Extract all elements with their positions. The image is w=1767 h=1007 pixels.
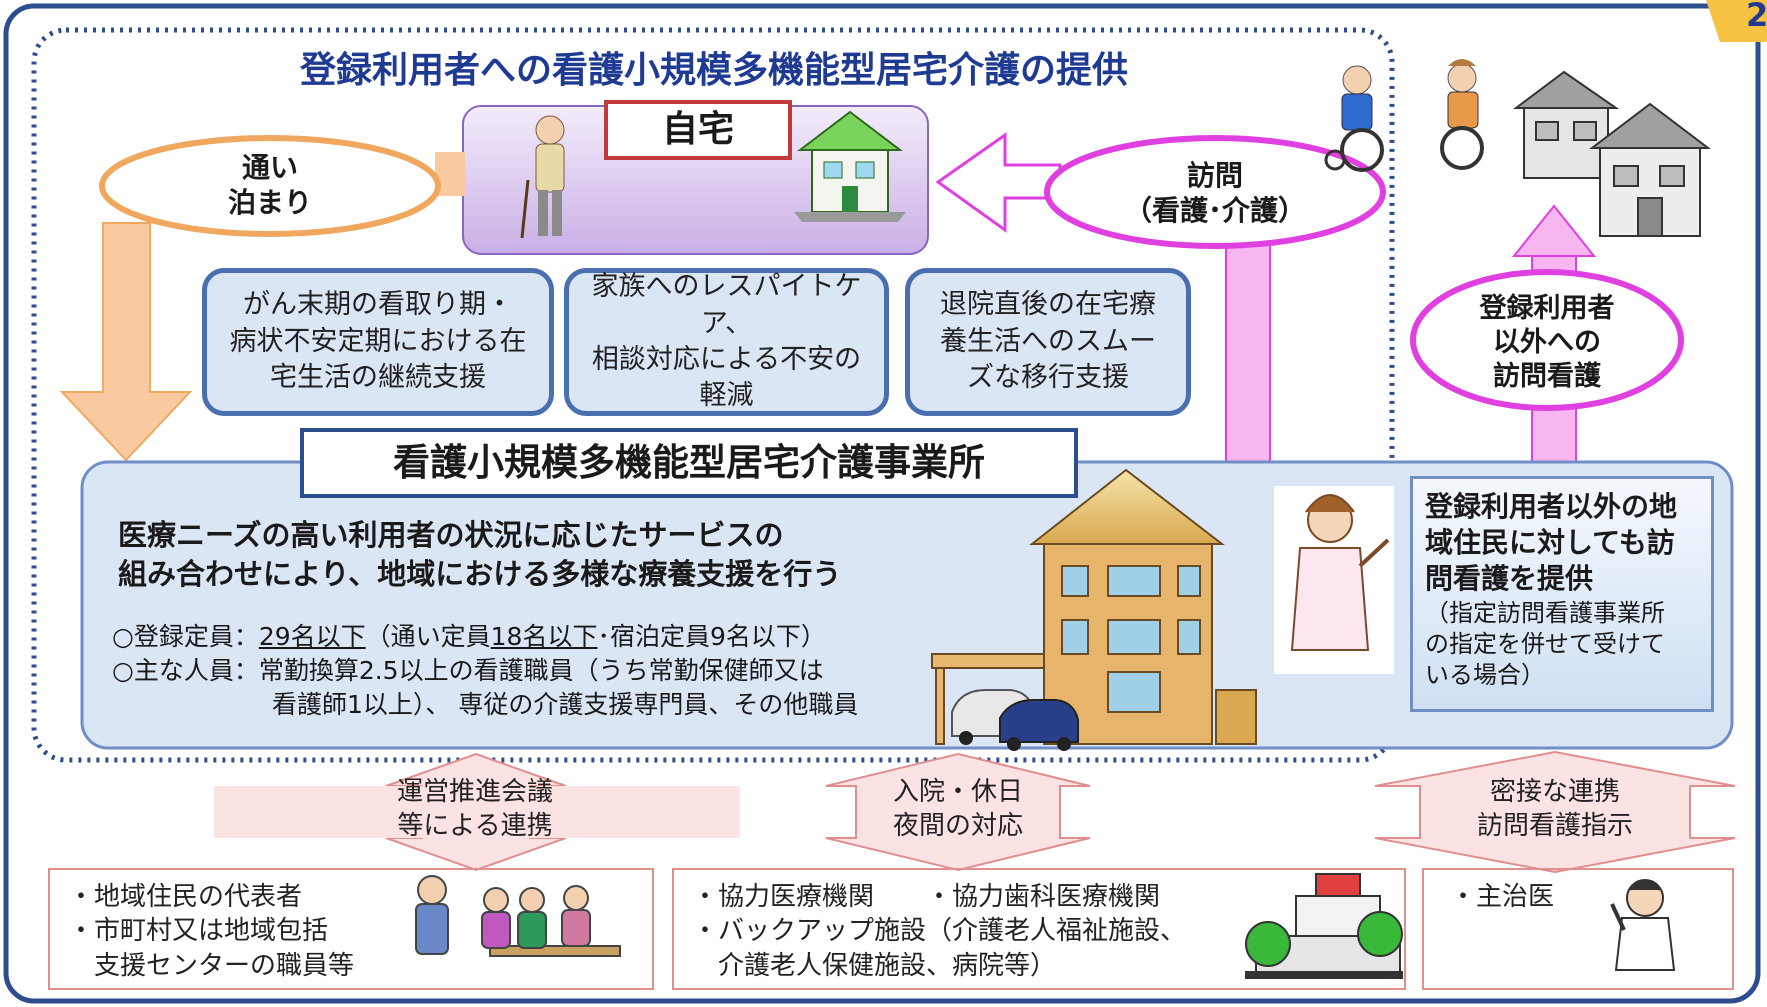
feature-2-line-2: 相談対応による不安の xyxy=(591,344,862,375)
community-list: ・地域住民の代表者 ・市町村又は地域包括 支援センターの職員等 xyxy=(68,880,354,983)
corner-badge-shape xyxy=(1706,0,1767,42)
houmon-line: 訪問 xyxy=(1186,159,1243,192)
feature-box-discharge-support: 退院直後の在宅療 養生活へのスムー ズな移行支援 xyxy=(905,268,1191,416)
tsuu-label: 通い 泊まり xyxy=(170,150,370,220)
arrow-label-doctor: 密接な連携 訪問看護指示 xyxy=(1440,776,1670,844)
dotted-region xyxy=(31,27,1395,763)
capacity-mid: （通い定員 xyxy=(365,622,491,651)
community-item-1: ・地域住民の代表者 xyxy=(68,882,303,912)
staff-line-2: 看護師1以上）、 専従の介護支援専門員、その他職員 xyxy=(272,689,859,719)
outside-line-2: 以外への xyxy=(1493,326,1601,358)
houmon-ellipse xyxy=(1044,135,1386,249)
outside-visit-label: 登録利用者 以外への 訪問看護 xyxy=(1440,292,1654,393)
doctor-list: ・主治医 xyxy=(1450,880,1554,914)
bottom-arrow-mid xyxy=(825,752,1091,872)
doctor-line-2: 訪問看護指示 xyxy=(1476,810,1633,841)
staff-line-1: ○主な人員：常勤換算2.5以上の看護職員（うち常勤保健師又は xyxy=(112,655,824,685)
wheelchair-users-illustration xyxy=(1324,59,1484,172)
right-main-line-1: 登録利用者以外の地 xyxy=(1425,490,1678,523)
office-description: 医療ニーズの高い利用者の状況に応じたサービスの 組み合わせにより、地域における多… xyxy=(118,516,978,594)
right-panel: 登録利用者以外の地 域住民に対しても訪 問看護を提供 （指定訪問看護事業所 の指… xyxy=(1410,476,1714,712)
right-sub-line-1: （指定訪問看護事業所 xyxy=(1425,599,1665,628)
council-line-2: 等による連携 xyxy=(397,810,553,841)
office-building-illustration xyxy=(931,468,1257,745)
houmon-left-arrow xyxy=(935,132,1062,233)
capacity-value: 29名以下 xyxy=(258,622,366,651)
feature-1-line-2: 病状不安定期における在 xyxy=(229,325,527,357)
gray-houses-illustration xyxy=(1513,70,1711,237)
community-item-3: 支援センターの職員等 xyxy=(68,950,355,981)
feature-3-line-3: ズな移行支援 xyxy=(967,362,1129,394)
arrow-label-council: 運営推進会議 等による連携 xyxy=(290,776,660,844)
doctor-box: ・主治医 xyxy=(1422,868,1734,990)
hospital-line-1: 入院・休日 xyxy=(892,777,1023,807)
capacity-prefix: ○登録定員： xyxy=(112,622,259,651)
doctor-line-1: 密接な連携 xyxy=(1489,777,1620,807)
feature-1-line-3: 宅生活の継続支援 xyxy=(270,362,486,394)
hospital-illustration xyxy=(1245,873,1403,979)
outer-frame xyxy=(3,3,1761,1004)
tsuu-line: 通い xyxy=(241,151,298,184)
office-desc-line-2: 組み合わせにより、地域における多様な療養支援を行う xyxy=(118,557,842,592)
right-main-line-2: 域住民に対しても訪 xyxy=(1425,525,1675,559)
diagram-title: 登録利用者への看護小規模多機能型居宅介護の提供 xyxy=(300,50,1129,91)
outside-line-3: 訪問看護 xyxy=(1493,360,1601,392)
capacity-rest: ･宿泊定員9名以下） xyxy=(597,622,826,651)
arrow-label-hospital: 入院・休日 夜間の対応 xyxy=(858,776,1058,844)
right-sub-line-3: いる場合） xyxy=(1425,660,1545,689)
medical-box: ・協力医療機関 ・協力歯科医療機関 ・バックアップ施設（介護老人福祉施設、 介護… xyxy=(672,868,1406,990)
community-item-2: ・市町村又は地域包括 xyxy=(68,916,329,947)
houmon-label: 訪問 （看護･介護） xyxy=(1100,158,1330,228)
nurse-illustration xyxy=(1274,486,1394,674)
medical-item-1: ・協力医療機関 ・協力歯科医療機関 xyxy=(692,882,1161,912)
feature-2-line-1: 家族へのレスパイトケア、 xyxy=(591,271,862,339)
capacity-line: ○登録定員：29名以下（通い定員18名以下･宿泊定員9名以下） xyxy=(112,620,972,654)
doctor-illustration xyxy=(1610,879,1676,971)
community-box: ・地域住民の代表者 ・市町村又は地域包括 支援センターの職員等 xyxy=(48,868,654,990)
tsuu-ellipse xyxy=(99,135,441,237)
corner-badge: 2 xyxy=(1746,0,1767,34)
tsuu-down-arrow xyxy=(59,222,193,462)
medical-list: ・協力医療機関 ・協力歯科医療機関 ・バックアップ施設（介護老人福祉施設、 介護… xyxy=(692,880,1186,983)
green-house-illustration xyxy=(794,110,906,222)
bottom-arrow-left xyxy=(214,752,740,872)
elderly-man-illustration xyxy=(520,115,565,239)
feature-box-terminal-care: がん末期の看取り期・ 病状不安定期における在 宅生活の継続支援 xyxy=(202,268,554,416)
feature-2-line-3: 軽減 xyxy=(699,380,754,412)
office-desc-line-1: 医療ニーズの高い利用者の状況に応じたサービスの xyxy=(118,518,784,552)
cars-illustration xyxy=(951,689,1079,751)
tomari-line: 泊まり xyxy=(227,186,312,219)
houmon-vertical-bar xyxy=(1225,239,1271,473)
seniors-illustration xyxy=(415,875,621,957)
feature-3-line-2: 養生活へのスムー xyxy=(940,325,1156,357)
right-sub-line-2: の指定を併せて受けて xyxy=(1425,630,1665,659)
outside-up-arrowhead xyxy=(1511,204,1597,257)
feature-3-line-1: 退院直後の在宅療 xyxy=(940,289,1156,321)
medical-item-2: ・バックアップ施設（介護老人福祉施設、 xyxy=(692,916,1187,947)
bottom-arrow-right xyxy=(1374,750,1736,874)
hospital-line-2: 夜間の対応 xyxy=(892,810,1023,841)
council-line-1: 運営推進会議 xyxy=(396,777,553,807)
right-panel-main: 登録利用者以外の地 域住民に対しても訪 問看護を提供 xyxy=(1425,489,1699,596)
outside-line-1: 登録利用者 xyxy=(1479,293,1615,324)
doctor-item-1: ・主治医 xyxy=(1450,882,1555,912)
outside-ellipse xyxy=(1410,269,1684,411)
feature-box-respite-care: 家族へのレスパイトケア、 相談対応による不安の 軽減 xyxy=(564,268,889,416)
right-panel-sub: （指定訪問看護事業所 の指定を併せて受けて いる場合） xyxy=(1425,598,1699,690)
capacity-tsuu: 18名以下 xyxy=(490,622,598,651)
home-label: 自宅 xyxy=(604,100,792,160)
feature-1-line-1: がん末期の看取り期・ xyxy=(243,289,513,321)
office-title: 看護小規模多機能型居宅介護事業所 xyxy=(300,428,1078,498)
houmon-kind-line: （看護･介護） xyxy=(1123,194,1306,227)
medical-item-3: 介護老人保健施設、病院等） xyxy=(692,950,1057,981)
office-details: ○登録定員：29名以下（通い定員18名以下･宿泊定員9名以下） ○主な人員：常勤… xyxy=(112,620,972,721)
right-main-line-3: 問看護を提供 xyxy=(1425,561,1594,595)
